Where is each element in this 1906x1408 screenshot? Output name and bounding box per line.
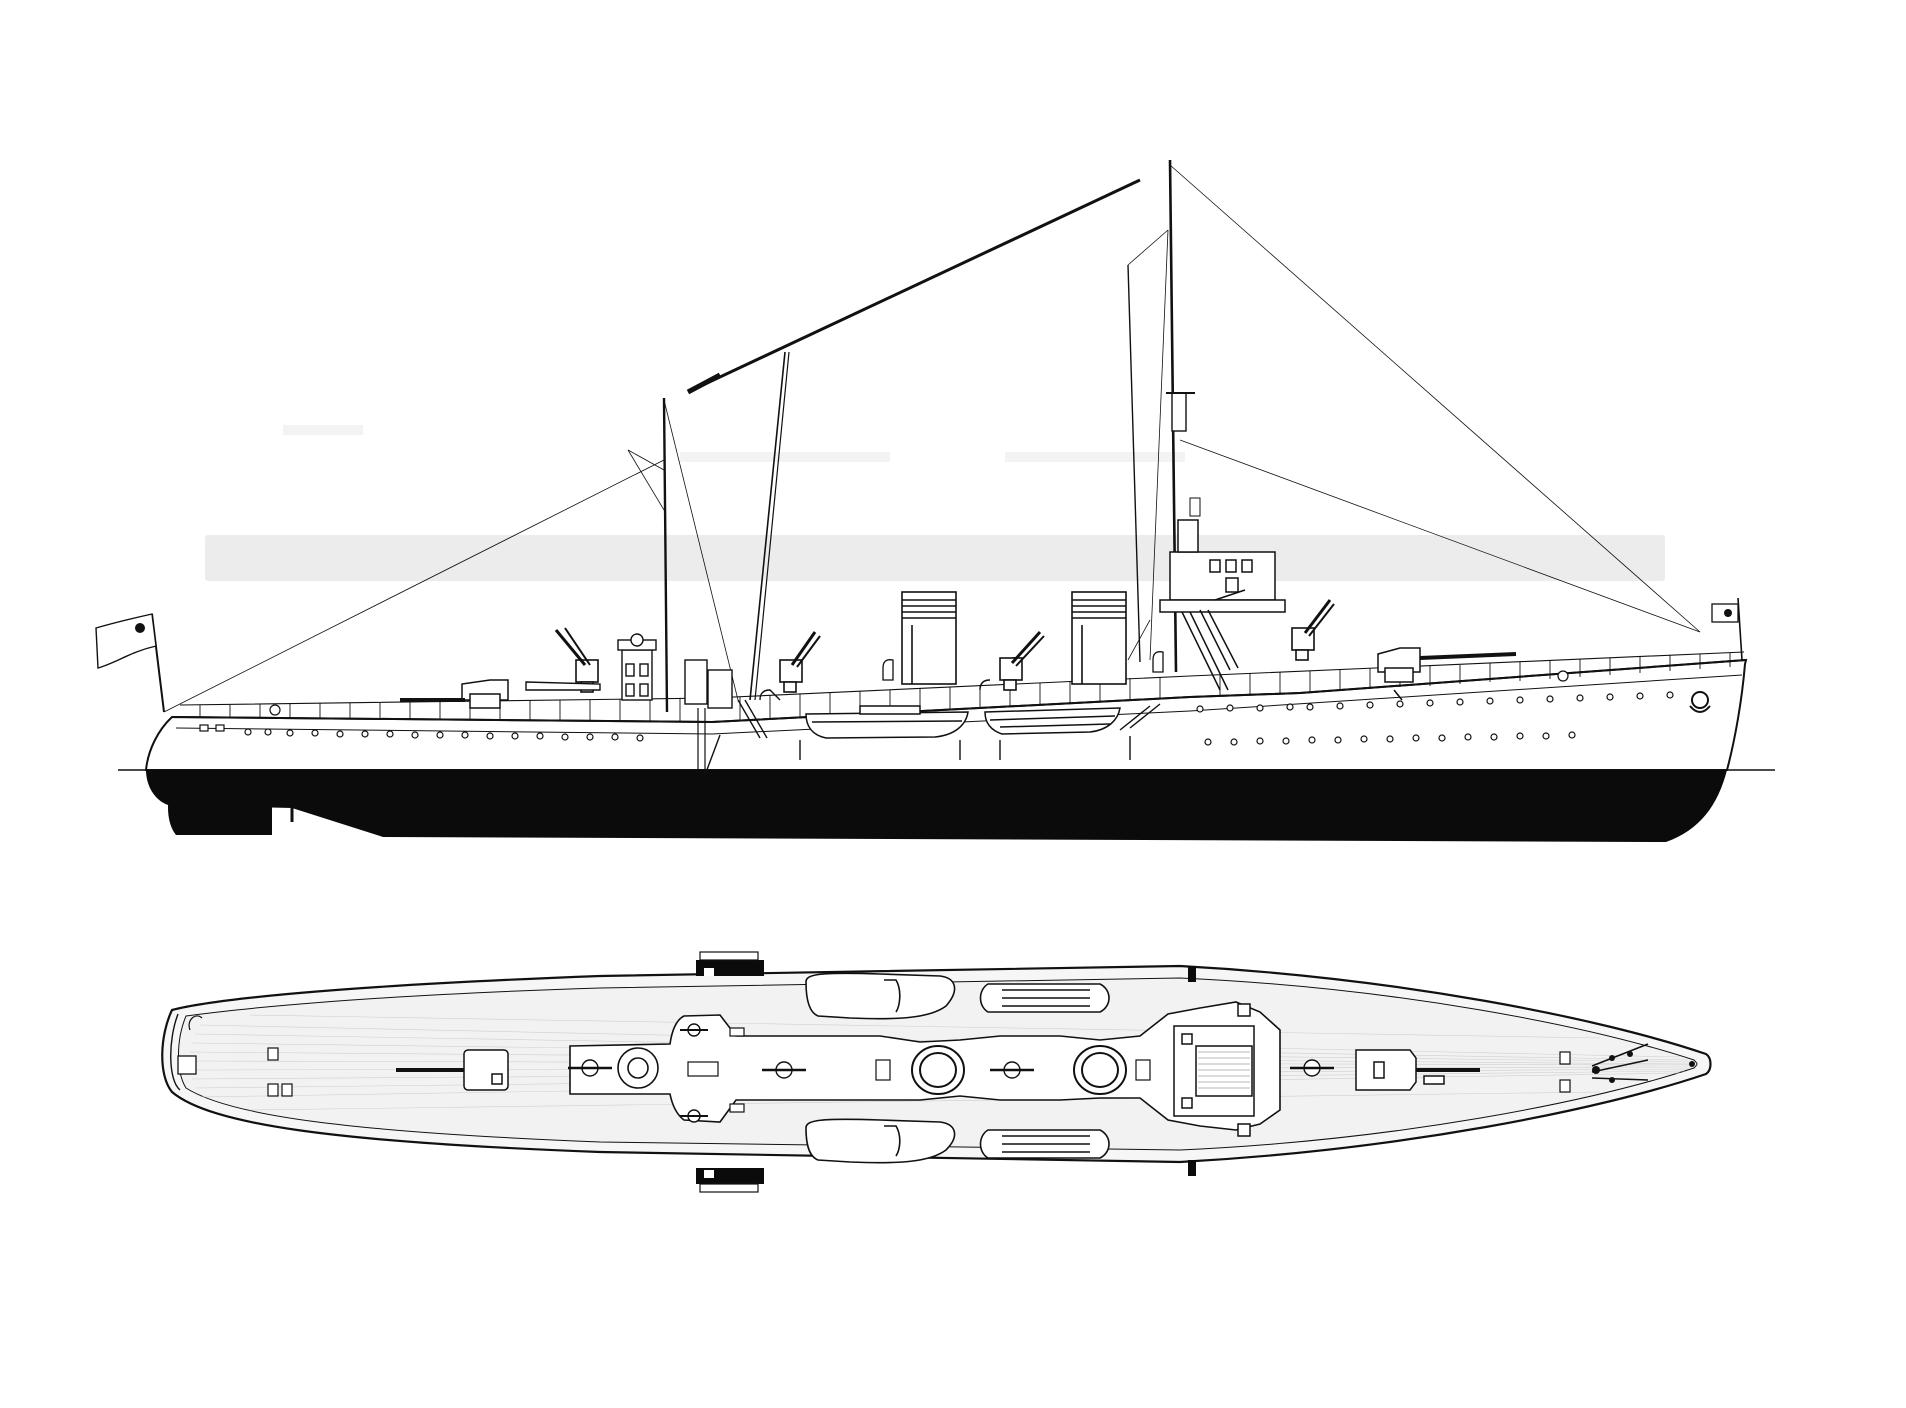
plan-anchor-gear	[1591, 1043, 1649, 1083]
plan-gun-3	[762, 1061, 806, 1079]
waist-ladder	[704, 699, 1161, 776]
bridge	[1159, 519, 1286, 671]
side-elevation	[95, 159, 1775, 842]
main-gun-fore	[1377, 647, 1517, 701]
funnel-fore	[1071, 591, 1127, 685]
hull-lower	[146, 770, 1727, 842]
portholes	[244, 691, 1674, 746]
funnel-aft	[901, 591, 957, 685]
stern-ensign	[95, 613, 157, 669]
plan-stern-hatch	[177, 1055, 197, 1075]
plan-gun-2	[568, 1059, 612, 1077]
gun-side-2	[779, 631, 821, 693]
plan-boat-port-aft	[805, 972, 956, 1020]
plan-gun-7	[680, 1109, 708, 1123]
deck-line	[171, 659, 1747, 724]
plan-gun-5	[1290, 1059, 1334, 1077]
crows-nest	[1171, 392, 1187, 432]
deck-gun-waist	[525, 681, 601, 691]
plan-fore-hatches	[1559, 1051, 1571, 1093]
plan-gun-aft	[396, 1049, 509, 1091]
plan-view	[161, 951, 1712, 1193]
plan-gun-6	[680, 1023, 708, 1037]
plan-boat-port-fore	[979, 983, 1110, 1013]
plan-gun-4	[990, 1061, 1034, 1079]
bow-jackstaff	[1737, 597, 1743, 661]
mainmast	[662, 397, 669, 713]
gun-side-3	[999, 630, 1045, 691]
plan-aft-platform	[617, 1047, 659, 1089]
ghost-band	[205, 425, 1665, 581]
plan-boat-stbd-fore	[979, 1129, 1110, 1159]
main-gun-aft	[400, 679, 509, 709]
plan-boat-stbd-aft	[805, 1118, 956, 1164]
plan-aft-hatches	[267, 1047, 293, 1097]
plan-bridge	[1173, 1003, 1255, 1137]
lifeboat-fore	[984, 707, 1121, 735]
aft-deckhouse	[617, 633, 733, 709]
rigging	[163, 164, 1701, 713]
plan-sponsons	[696, 951, 1196, 1193]
bow-anchor	[1689, 691, 1711, 713]
lifeboat-aft	[805, 705, 969, 739]
gaff-yard	[687, 178, 1141, 394]
plan-funnel-fore	[1073, 1045, 1127, 1095]
plan-funnel-aft	[911, 1045, 965, 1095]
rudder	[168, 790, 272, 835]
davits	[759, 679, 1131, 760]
plan-gun-fore	[1355, 1049, 1480, 1091]
rail-stanchions	[199, 653, 1731, 722]
plan-skylights	[687, 1027, 1151, 1113]
gun-side-4	[1291, 599, 1335, 661]
